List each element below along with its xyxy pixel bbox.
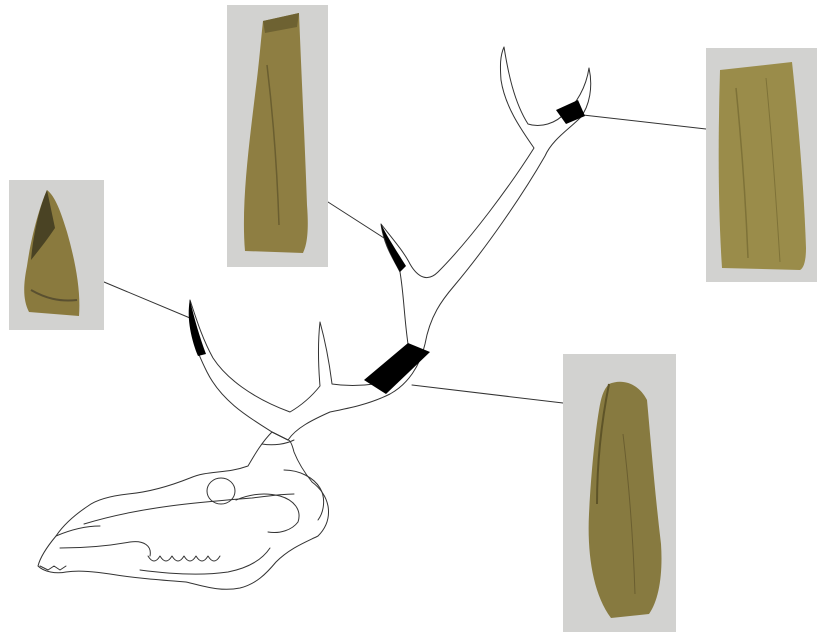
photo-4 <box>563 354 676 632</box>
tooth-row <box>148 556 220 561</box>
photo-3 <box>706 48 817 282</box>
skull-outline <box>38 432 329 589</box>
leader-line-2 <box>328 202 384 238</box>
sample-band-upper-tine <box>381 224 406 272</box>
photo-1 <box>9 180 104 330</box>
skull-lower-line <box>60 542 150 556</box>
sample-band-brow-tine <box>189 300 206 356</box>
leader-line-4 <box>412 385 563 403</box>
sample-band-crown-tine <box>556 100 585 124</box>
antler-tip-specimen-image <box>9 180 104 330</box>
skull-upper-jaw <box>84 494 294 524</box>
photo-2 <box>227 5 328 267</box>
cheek-arch <box>236 494 299 533</box>
antler-beam-specimen-image <box>563 354 676 632</box>
leader-line-3 <box>583 115 706 129</box>
mandible <box>140 548 270 574</box>
antler-tine-specimen-image <box>227 5 328 267</box>
incisors <box>40 566 66 570</box>
ear-region <box>284 470 324 520</box>
leader-line-1 <box>104 282 190 318</box>
antler-fragment-specimen-image <box>706 48 817 282</box>
